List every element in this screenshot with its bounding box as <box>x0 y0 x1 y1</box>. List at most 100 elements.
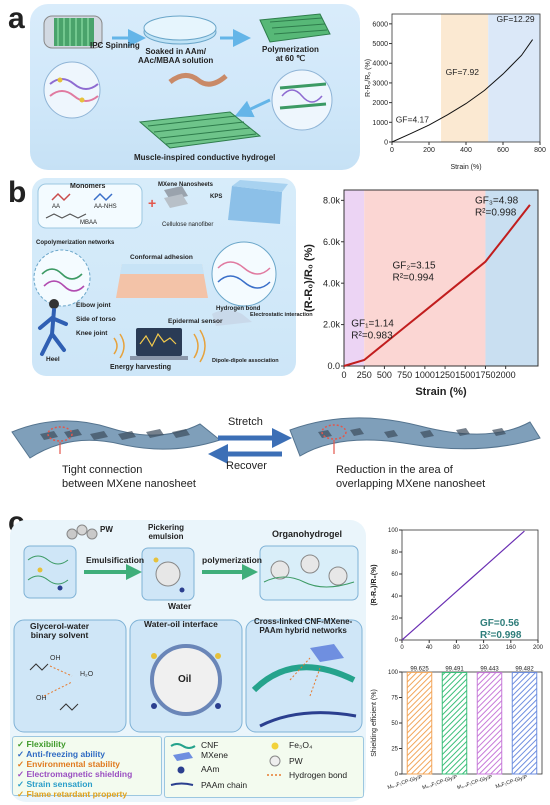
key-fe3o4: Fe₃O₄ <box>289 740 313 750</box>
label-water: Water <box>168 601 192 611</box>
label-electrostatic: Electrostatic interaction <box>250 312 313 318</box>
label-organohydrogel: Organohydrogel <box>272 529 343 539</box>
x-axis-label: Strain (%) <box>450 164 481 171</box>
svg-text:+: + <box>148 195 156 211</box>
y-tick-label: 0 <box>395 772 399 778</box>
x-tick-label: 750 <box>397 370 412 380</box>
x-tick-label: 1250 <box>435 370 455 380</box>
data-line <box>401 530 525 641</box>
gf-annotation: GF=4.17 <box>396 114 430 124</box>
key-hbond: Hydrogen bond <box>289 770 348 780</box>
panel-a-schematic: IPC Spinning Soaked in AAm/ AAc/MBAA sol… <box>30 4 360 170</box>
panel-label-a: a <box>8 2 25 35</box>
bar-value-label: 99.443 <box>480 667 499 673</box>
step-polymerization: Polymerization at 60 ℃ <box>262 45 319 63</box>
label-polymerization: polymerization <box>202 555 262 565</box>
gf-annotation: GF=12.29 <box>497 14 535 24</box>
panel-b-illustration: + <box>33 180 288 363</box>
y-tick-label: 25 <box>391 747 398 753</box>
label-mxene-nanosheets: MXene Nanosheets <box>158 182 214 188</box>
svg-text:OH: OH <box>36 695 47 702</box>
feature-item: ✓ Flexibility <box>17 739 66 749</box>
gf-annotation: GF=0.56 <box>480 618 520 629</box>
x-tick-label: 0 <box>341 370 346 380</box>
data-line <box>343 204 531 367</box>
bar-category-label: M₀.₁F₁CP-Gly/P <box>387 774 424 791</box>
bar <box>511 672 538 775</box>
left-caption: Tight connection between MXene nanosheet <box>62 464 196 490</box>
panel-b-schematic: + Monomers AA AA-NHS MBAA MXene Nanoshee… <box>32 178 313 376</box>
y-tick-label: 0.0 <box>327 361 340 371</box>
label-epidermal: Epidermal sensor <box>168 318 223 325</box>
r2-annotation: R²=0.998 <box>480 630 522 641</box>
data-line <box>391 39 534 143</box>
bar-value-label: 99.625 <box>410 666 429 672</box>
x-tick-label: 1750 <box>475 370 495 380</box>
x-tick-label: 200 <box>423 147 435 154</box>
y-tick-label: 50 <box>391 721 398 727</box>
label-dipole: Dipole-dipole association <box>212 358 279 364</box>
legend-key: CNF MXene AAm PAAm chain Fe₃O₄ PW Hydrog… <box>164 736 364 798</box>
step-ipc-spinning: IPC Spinning <box>90 41 140 50</box>
panel-a-illustration <box>43 13 333 149</box>
x-tick-label: 600 <box>497 147 509 154</box>
feature-item: ✓ Strain sensation <box>17 779 93 789</box>
y-tick-label: 80 <box>391 550 398 556</box>
recover-label: Recover <box>226 460 267 472</box>
y-tick-label: 5000 <box>372 41 388 48</box>
y-tick-label: 2000 <box>372 100 388 107</box>
x-tick-label: 40 <box>426 645 433 651</box>
right-caption: Reduction in the area of overlapping MXe… <box>336 464 486 490</box>
x-axis-label: Strain (%) <box>415 386 467 398</box>
y-axis-label: R-R₀/R₀ (%) <box>365 59 372 97</box>
y-tick-label: 3000 <box>372 80 388 87</box>
y-tick-label: 75 <box>391 696 398 702</box>
x-tick-label: 160 <box>506 645 517 651</box>
y-tick-label: 4.0k <box>323 278 341 288</box>
label-elbow: Elbow joint <box>76 302 111 309</box>
bar <box>406 671 433 775</box>
x-tick-label: 120 <box>479 645 490 651</box>
step-soaked: Soaked in AAm/ AAc/MBAA solution <box>138 47 214 65</box>
feature-item: ✓ Electromagnetic shielding <box>17 769 133 779</box>
label-emulsification: Emulsification <box>86 555 145 565</box>
hydrogel-caption: Muscle-inspired conductive hydrogel <box>134 153 276 162</box>
r2-annotation: R²=0.998 <box>475 207 517 218</box>
y-tick-label: 100 <box>388 670 399 676</box>
svg-text:H₂O: H₂O <box>80 671 94 678</box>
r2-annotation: R²=0.994 <box>393 273 435 284</box>
y-tick-label: 2.0k <box>323 320 341 330</box>
key-pw: PW <box>289 756 303 766</box>
label-kps: KPS <box>210 194 223 200</box>
x-tick-label: 2000 <box>496 370 516 380</box>
label-copoly: Copolymerization networks <box>36 240 115 246</box>
label-conformal: Conformal adhesion <box>130 254 193 261</box>
gf-annotation: GF₁=1.14 <box>351 319 394 330</box>
gf-annotation: GF=7.92 <box>446 67 480 77</box>
chart-c-bar: 025507510099.625M₀.₁F₁CP-Gly/P99.491M₀.₂… <box>371 666 543 791</box>
y-tick-label: 1000 <box>372 120 388 127</box>
y-tick-label: 60 <box>391 572 398 578</box>
legend-key-icons <box>170 742 283 786</box>
y-tick-label: 6.0k <box>323 237 341 247</box>
label-aa: AA <box>52 204 61 210</box>
y-tick-label: 4000 <box>372 61 388 68</box>
y-tick-label: 0 <box>384 139 388 146</box>
bar <box>441 672 468 775</box>
feature-item: ✓ Anti-freezing ability <box>17 749 106 759</box>
key-mxene: MXene <box>201 750 228 760</box>
chart-region-0 <box>344 190 365 366</box>
bar <box>476 672 503 775</box>
key-paam: PAAm chain <box>201 780 248 790</box>
stretch-illustration <box>11 417 541 464</box>
x-tick-label: 400 <box>460 147 472 154</box>
stretch-label: Stretch <box>228 416 263 428</box>
plot-frame <box>343 189 539 367</box>
chart-region-1 <box>441 14 489 142</box>
chart-region-2 <box>485 190 538 366</box>
plot-frame <box>401 529 539 641</box>
svg-text:OH: OH <box>50 655 61 662</box>
gf-annotation: GF₃=4.98 <box>475 195 519 206</box>
